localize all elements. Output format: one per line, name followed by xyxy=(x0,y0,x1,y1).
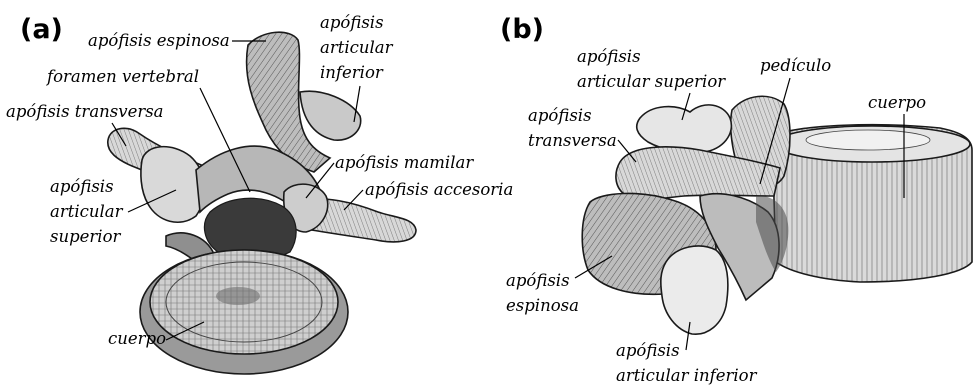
label-b-pedicle: pedículo xyxy=(760,56,831,75)
label-a-spinous: apófisis espinosa xyxy=(88,31,230,50)
label-b-superior-articular-1: apófisis xyxy=(577,47,641,66)
label-a-inferior-articular-2: articular xyxy=(320,38,394,57)
label-a-inferior-articular-3: inferior xyxy=(320,63,384,82)
label-b-spinous-2: espinosa xyxy=(506,296,579,315)
panel-a: (a) ap xyxy=(6,13,513,374)
label-a-mamillary: apófisis mamilar xyxy=(335,153,474,172)
label-a-foramen: foramen vertebral xyxy=(45,67,199,86)
label-a-accessory: apófisis accesoria xyxy=(365,180,513,199)
panel-a-letter: (a) xyxy=(20,14,63,45)
vertebral-body-center-shape xyxy=(216,287,260,305)
label-b-spinous-1: apófisis xyxy=(506,271,570,290)
label-a-superior-articular-1: apófisis xyxy=(50,177,114,196)
inferior-articular-shape xyxy=(300,91,361,140)
label-a-body: cuerpo xyxy=(108,329,166,348)
label-b-inferior-articular-1: apófisis xyxy=(616,341,680,360)
label-a-transverse: apófisis transversa xyxy=(6,102,164,121)
panel-b-letter: (b) xyxy=(500,14,544,45)
label-b-body: cuerpo xyxy=(868,93,926,112)
lateral-body-endplate-shape xyxy=(806,130,930,150)
label-a-superior-articular-3: superior xyxy=(50,227,122,246)
label-b-inferior-articular-2: articular inferior xyxy=(616,366,758,385)
left-superior-articular-shape xyxy=(141,147,205,223)
panel-b: (b) apófisis articular superior pe xyxy=(500,14,972,385)
label-b-transverse-1: apófisis xyxy=(528,106,592,125)
label-a-inferior-articular-1: apófisis xyxy=(320,13,384,32)
label-b-transverse-2: transversa xyxy=(528,131,617,150)
label-a-superior-articular-2: articular xyxy=(50,202,124,221)
lateral-inferior-articular-shape xyxy=(661,246,728,334)
label-b-superior-articular-2: articular superior xyxy=(577,72,726,91)
vertebra-lateral-view-illustration xyxy=(582,96,972,334)
